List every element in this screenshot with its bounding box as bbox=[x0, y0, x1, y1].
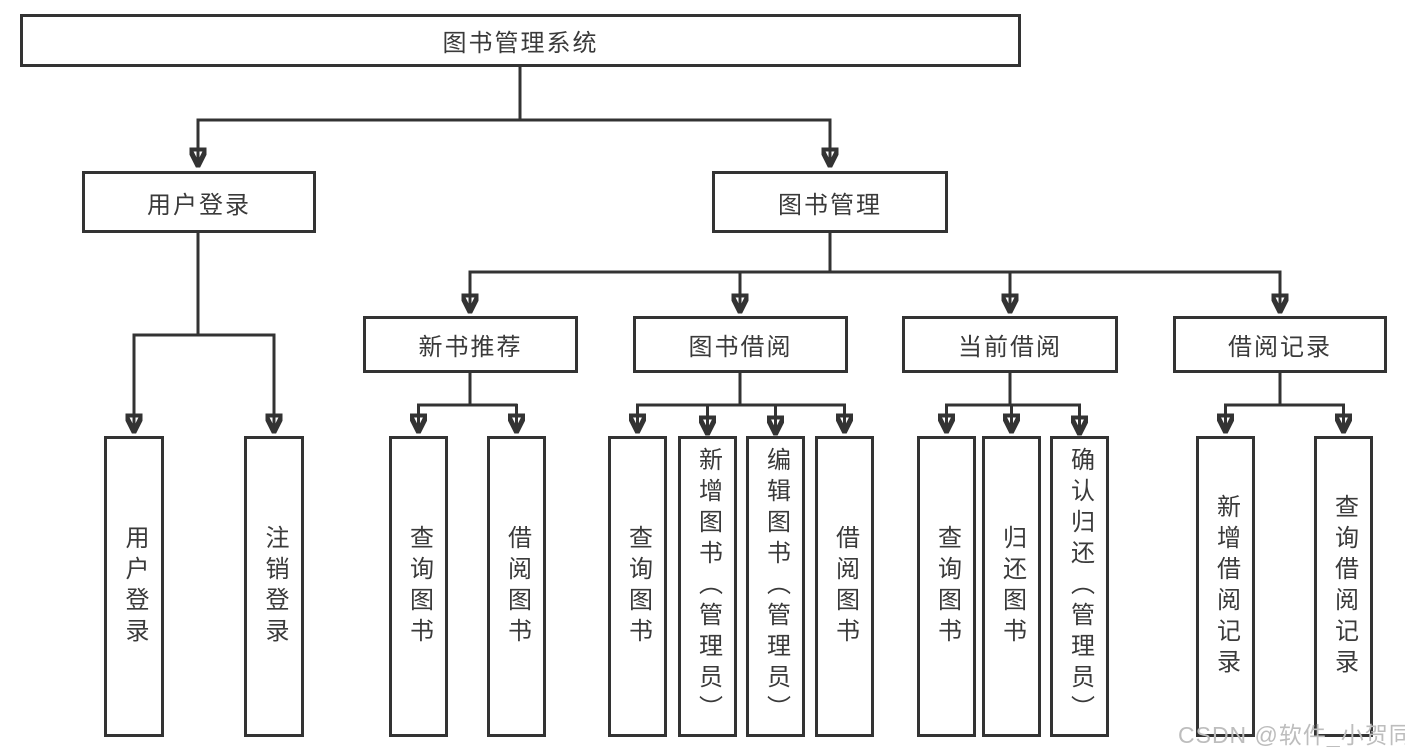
leaf-current-confirm-return-admin-label: 确认归还（管理员） bbox=[1066, 447, 1094, 726]
leaf-current-query-books-label: 查询图书 bbox=[933, 524, 961, 649]
leaf-borrowing-query-books-label: 查询图书 bbox=[624, 524, 652, 649]
leaf-borrowing-add-books-admin-label: 新增图书（管理员） bbox=[694, 447, 722, 726]
node-book-management-label: 图书管理 bbox=[778, 191, 882, 219]
node-current-borrowing: 当前借阅 bbox=[902, 316, 1118, 373]
node-root-label: 图书管理系统 bbox=[442, 30, 599, 57]
leaf-recommend-borrow-books-label: 借阅图书 bbox=[503, 524, 531, 649]
node-user-login: 用户登录 bbox=[82, 171, 316, 233]
leaf-records-query-record-label: 查询借阅记录 bbox=[1330, 493, 1358, 680]
leaf-logout-label: 注销登录 bbox=[261, 524, 288, 649]
node-current-borrowing-label: 当前借阅 bbox=[958, 334, 1062, 361]
leaf-current-query-books: 查询图书 bbox=[917, 436, 976, 737]
leaf-recommend-query-books-label: 查询图书 bbox=[405, 524, 433, 649]
leaf-borrowing-borrow-books: 借阅图书 bbox=[815, 436, 874, 737]
leaf-records-query-record: 查询借阅记录 bbox=[1314, 436, 1373, 737]
leaf-borrowing-query-books: 查询图书 bbox=[608, 436, 667, 737]
node-book-borrowing: 图书借阅 bbox=[633, 316, 848, 373]
leaf-user-login-label: 用户登录 bbox=[121, 524, 148, 649]
leaf-current-return-books-label: 归还图书 bbox=[998, 524, 1026, 649]
leaf-records-add-record-label: 新增借阅记录 bbox=[1212, 493, 1240, 680]
node-borrowing-records: 借阅记录 bbox=[1173, 316, 1387, 373]
node-new-book-recommend-label: 新书推荐 bbox=[418, 334, 523, 361]
node-user-login-label: 用户登录 bbox=[147, 191, 251, 219]
leaf-borrowing-borrow-books-label: 借阅图书 bbox=[831, 524, 859, 649]
node-new-book-recommend: 新书推荐 bbox=[363, 316, 578, 373]
leaf-user-login: 用户登录 bbox=[104, 436, 164, 737]
leaf-recommend-query-books: 查询图书 bbox=[389, 436, 448, 737]
leaf-recommend-borrow-books: 借阅图书 bbox=[487, 436, 546, 737]
watermark: CSDN @软件_小贺同学 bbox=[1178, 722, 1405, 747]
leaf-current-return-books: 归还图书 bbox=[982, 436, 1041, 737]
node-book-borrowing-label: 图书借阅 bbox=[688, 334, 793, 361]
node-book-management: 图书管理 bbox=[712, 171, 948, 233]
leaf-current-confirm-return-admin: 确认归还（管理员） bbox=[1050, 436, 1109, 737]
leaf-records-add-record: 新增借阅记录 bbox=[1196, 436, 1255, 737]
node-borrowing-records-label: 借阅记录 bbox=[1228, 334, 1332, 361]
leaf-borrowing-edit-books-admin: 编辑图书（管理员） bbox=[746, 436, 805, 737]
leaf-logout: 注销登录 bbox=[244, 436, 304, 737]
node-root: 图书管理系统 bbox=[20, 14, 1021, 67]
leaf-borrowing-edit-books-admin-label: 编辑图书（管理员） bbox=[762, 447, 790, 726]
leaf-borrowing-add-books-admin: 新增图书（管理员） bbox=[678, 436, 737, 737]
